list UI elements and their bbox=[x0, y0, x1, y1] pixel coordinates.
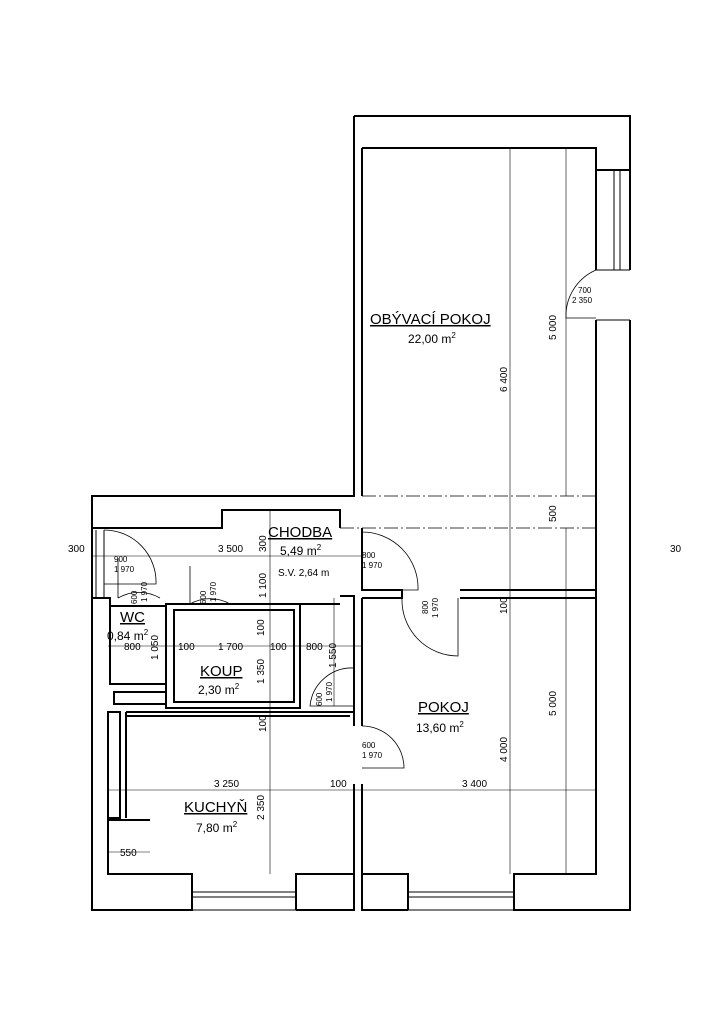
door-room-h: 1 970 bbox=[431, 597, 440, 618]
wall-bottom-mid bbox=[296, 874, 408, 911]
dim-100-kit: 100 bbox=[258, 715, 269, 732]
wall-living-left bbox=[91, 116, 355, 529]
dim-500: 500 bbox=[548, 505, 559, 522]
door-small bbox=[309, 667, 355, 707]
room-name-kitchen: KUCHYŇ bbox=[184, 799, 247, 816]
door-hall-w: 800 bbox=[362, 551, 376, 560]
room-name-bath: KOUP bbox=[200, 663, 243, 680]
dim-1700: 1 700 bbox=[218, 642, 243, 653]
dim-300-hall: 300 bbox=[258, 535, 269, 552]
door-wc-h: 1 970 bbox=[140, 581, 149, 602]
door-hall bbox=[361, 531, 419, 591]
door-bath-w: 600 bbox=[199, 590, 208, 604]
wall-bath bbox=[165, 603, 301, 709]
dim-4000: 4 000 bbox=[499, 737, 510, 762]
dim-2350: 2 350 bbox=[256, 795, 267, 820]
dimension-texts: 300 30 3 500 300 1 100 6 400 5 000 500 1… bbox=[68, 315, 682, 859]
dim-1050: 1 050 bbox=[150, 635, 161, 660]
room-name-hall: CHODBA bbox=[268, 524, 332, 541]
wall-room-left bbox=[353, 596, 363, 874]
room-name-room: POKOJ bbox=[418, 699, 469, 716]
room-name-wc: WC bbox=[120, 609, 145, 626]
room-area-living: 22,00 m2 bbox=[408, 331, 456, 346]
dim-550: 550 bbox=[120, 848, 137, 859]
dim-1100: 1 100 bbox=[258, 573, 269, 598]
wall-room-top bbox=[361, 528, 597, 599]
door-entry-w: 900 bbox=[114, 555, 128, 564]
door-kitchen bbox=[361, 725, 405, 769]
wall-hall-partition bbox=[300, 595, 355, 712]
door-room-w: 800 bbox=[421, 600, 430, 614]
door-hall-h: 1 970 bbox=[362, 561, 383, 570]
dim-300-right: 30 bbox=[670, 544, 682, 555]
room-name-living: OBÝVACÍ POKOJ bbox=[370, 311, 491, 328]
room-area-kitchen: 7,80 m2 bbox=[196, 820, 238, 835]
dim-800-wc: 800 bbox=[124, 642, 141, 653]
wall-bottom bbox=[91, 598, 515, 911]
dim-1550: 1 550 bbox=[328, 643, 339, 668]
wall-entry bbox=[91, 528, 111, 606]
walls bbox=[91, 115, 631, 911]
room-area-room: 13,60 m2 bbox=[416, 720, 464, 735]
dim-3250: 3 250 bbox=[214, 779, 239, 790]
door-kitchen-h: 1 970 bbox=[362, 751, 383, 760]
entry-opening bbox=[95, 530, 105, 598]
center-lines bbox=[340, 495, 596, 529]
door-living-w: 700 bbox=[578, 286, 592, 295]
wall-right-outer bbox=[513, 170, 631, 911]
dim-3400: 3 400 bbox=[462, 779, 487, 790]
room-area-hall: 5,49 m2 bbox=[280, 543, 322, 558]
window-room bbox=[408, 891, 514, 911]
dim-3500: 3 500 bbox=[218, 544, 243, 555]
dim-100-a: 100 bbox=[178, 642, 195, 653]
door-room bbox=[401, 597, 459, 657]
door-bath-h: 1 970 bbox=[209, 581, 218, 602]
dim-100-bath: 100 bbox=[256, 619, 267, 636]
dim-800-b: 800 bbox=[306, 642, 323, 653]
dim-6400: 6 400 bbox=[499, 367, 510, 392]
door-entry-h: 1 970 bbox=[114, 565, 135, 574]
room-labels: OBÝVACÍ POKOJ 22,00 m2 CHODBA 5,49 m2 S.… bbox=[107, 311, 491, 835]
dim-100-mid: 100 bbox=[330, 779, 347, 790]
door-labels: 700 2 350 800 1 970 800 1 970 900 1 970 … bbox=[114, 286, 593, 760]
wall-wc-shelf bbox=[113, 691, 167, 705]
doors bbox=[103, 269, 597, 769]
door-entry bbox=[103, 529, 157, 585]
door-small-h: 1 970 bbox=[325, 681, 334, 702]
dim-300-left: 300 bbox=[68, 544, 85, 555]
wall-top bbox=[354, 115, 631, 171]
door-wc bbox=[117, 558, 161, 599]
dim-5000-room: 5 000 bbox=[548, 691, 559, 716]
wall-kitchen-top bbox=[107, 711, 354, 819]
dim-5000-top: 5 000 bbox=[548, 315, 559, 340]
dim-100-room: 100 bbox=[499, 597, 510, 614]
room-area-bath: 2,30 m2 bbox=[198, 682, 240, 697]
door-bath bbox=[189, 566, 231, 605]
hall-sv: S.V. 2,64 m bbox=[278, 568, 329, 579]
room-area-wc: 0,84 m2 bbox=[107, 628, 149, 643]
dim-1350: 1 350 bbox=[256, 659, 267, 684]
door-wc-w: 600 bbox=[130, 590, 139, 604]
window-kitchen bbox=[192, 891, 296, 911]
dimension-lines bbox=[92, 148, 596, 874]
door-living-h: 2 350 bbox=[572, 296, 593, 305]
door-small-w: 600 bbox=[315, 692, 324, 706]
door-kitchen-w: 600 bbox=[362, 741, 376, 750]
dim-100-b: 100 bbox=[270, 642, 287, 653]
window-right bbox=[596, 169, 630, 321]
